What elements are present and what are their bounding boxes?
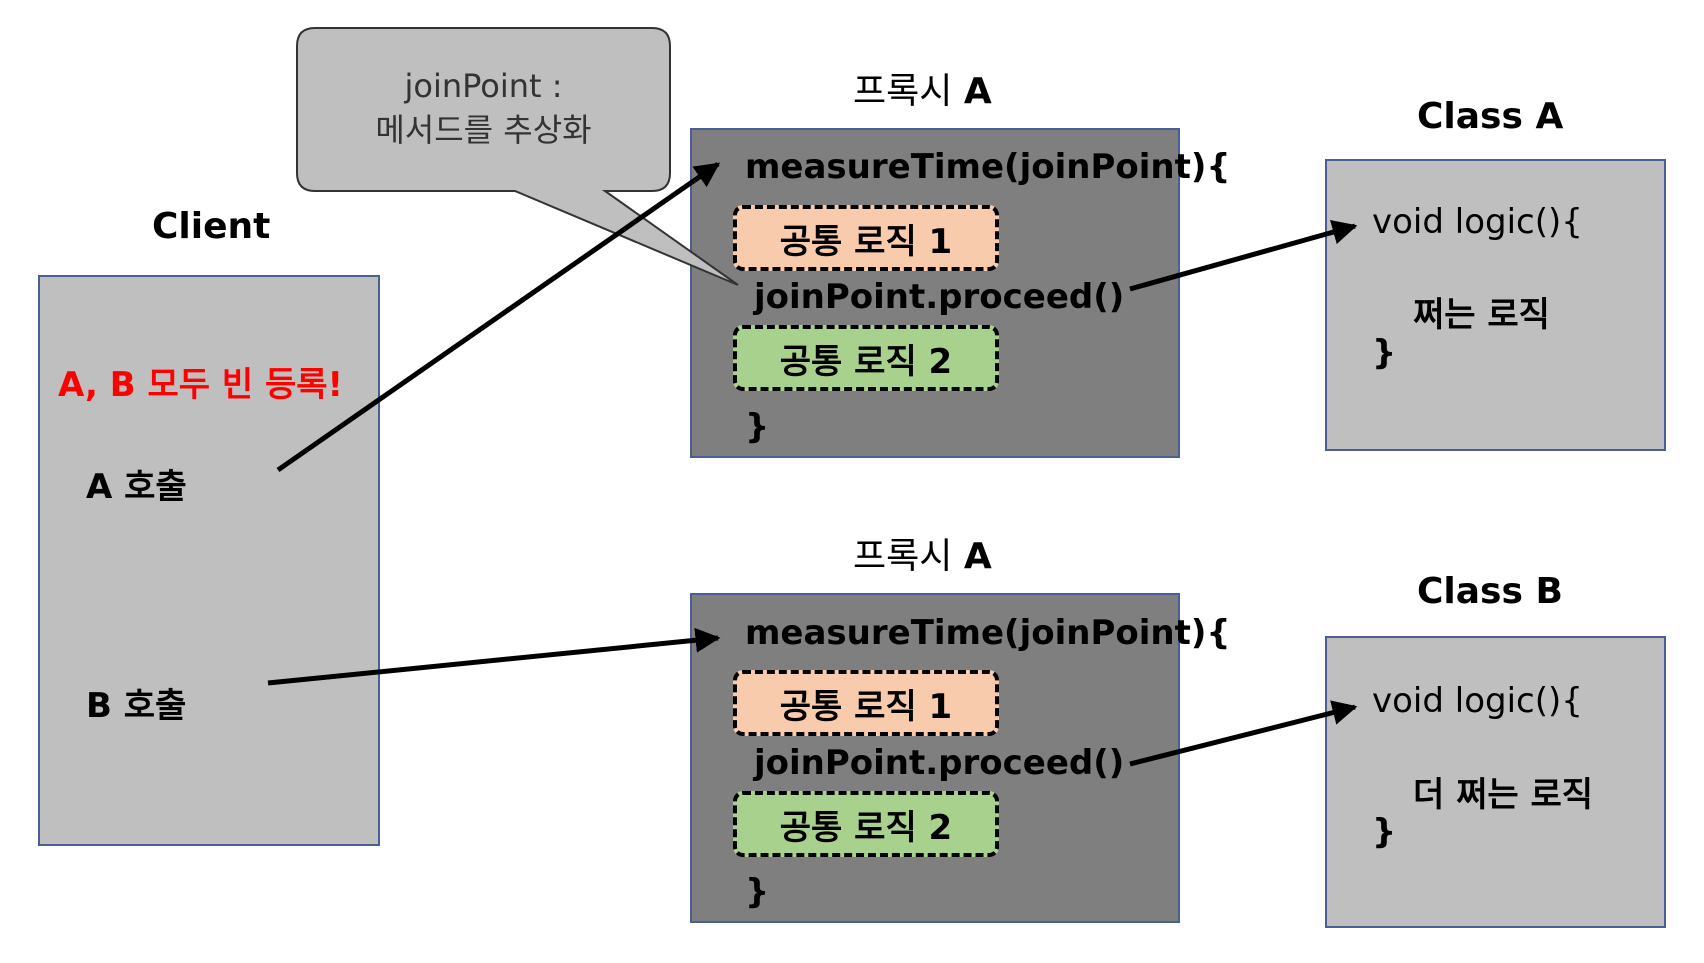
- callout-text: joinPoint : 메서드를 추상화: [297, 64, 670, 152]
- client-call-a: A 호출: [86, 467, 187, 507]
- arrow-client-b-to-proxy-b: [267, 627, 721, 686]
- proxy-a-box: [690, 128, 1180, 458]
- proxy-title-prefix: 프록시: [853, 71, 953, 112]
- class-b-body: 더 쩌는 로직: [1413, 775, 1594, 815]
- client-box: [38, 275, 380, 846]
- class-b-box: [1325, 636, 1666, 928]
- arrow-proxy-b-to-class-b: [1129, 700, 1358, 767]
- client-notice: A, B 모두 빈 등록!: [58, 365, 344, 405]
- class-b-method: void logic(){: [1372, 681, 1583, 721]
- proxy-title-name: A: [963, 71, 992, 112]
- class-b-title: Class B: [1417, 571, 1563, 612]
- proxy-a-close-brace: }: [745, 407, 770, 447]
- common-logic-2: 공통 로직 2: [733, 325, 999, 391]
- client-call-b: B 호출: [86, 686, 187, 726]
- arrow-client-a-to-proxy-a: [276, 161, 721, 473]
- class-a-close-brace: }: [1372, 333, 1397, 373]
- proxy-a-title: 프록시 A: [853, 62, 992, 114]
- proxy-b-proceed: joinPoint.proceed(): [754, 743, 1125, 783]
- callout-bubble: [296, 27, 739, 286]
- class-b-close-brace: }: [1372, 812, 1397, 852]
- proxy-a-proceed: joinPoint.proceed(): [754, 277, 1125, 317]
- common-logic-2: 공통 로직 2: [733, 791, 999, 857]
- arrow-proxy-a-to-class-a: [1129, 220, 1358, 292]
- client-title: Client: [152, 206, 271, 247]
- callout-line-1: joinPoint :: [404, 67, 563, 105]
- class-a-method: void logic(){: [1372, 202, 1583, 242]
- common-logic-1: 공통 로직 1: [733, 205, 999, 271]
- proxy-b-box: [690, 593, 1180, 923]
- class-a-title: Class A: [1417, 96, 1564, 137]
- proxy-b-title: 프록시 A: [853, 527, 992, 579]
- class-a-box: [1325, 159, 1666, 451]
- callout-line-2: 메서드를 추상화: [375, 111, 592, 149]
- proxy-b-close-brace: }: [745, 872, 770, 912]
- common-logic-1: 공통 로직 1: [733, 670, 999, 736]
- proxy-b-method: measureTime(joinPoint){: [745, 613, 1231, 653]
- proxy-title-name: A: [963, 536, 992, 577]
- class-a-body: 쩌는 로직: [1413, 295, 1550, 335]
- proxy-a-method: measureTime(joinPoint){: [745, 147, 1231, 187]
- proxy-title-prefix: 프록시: [853, 536, 953, 577]
